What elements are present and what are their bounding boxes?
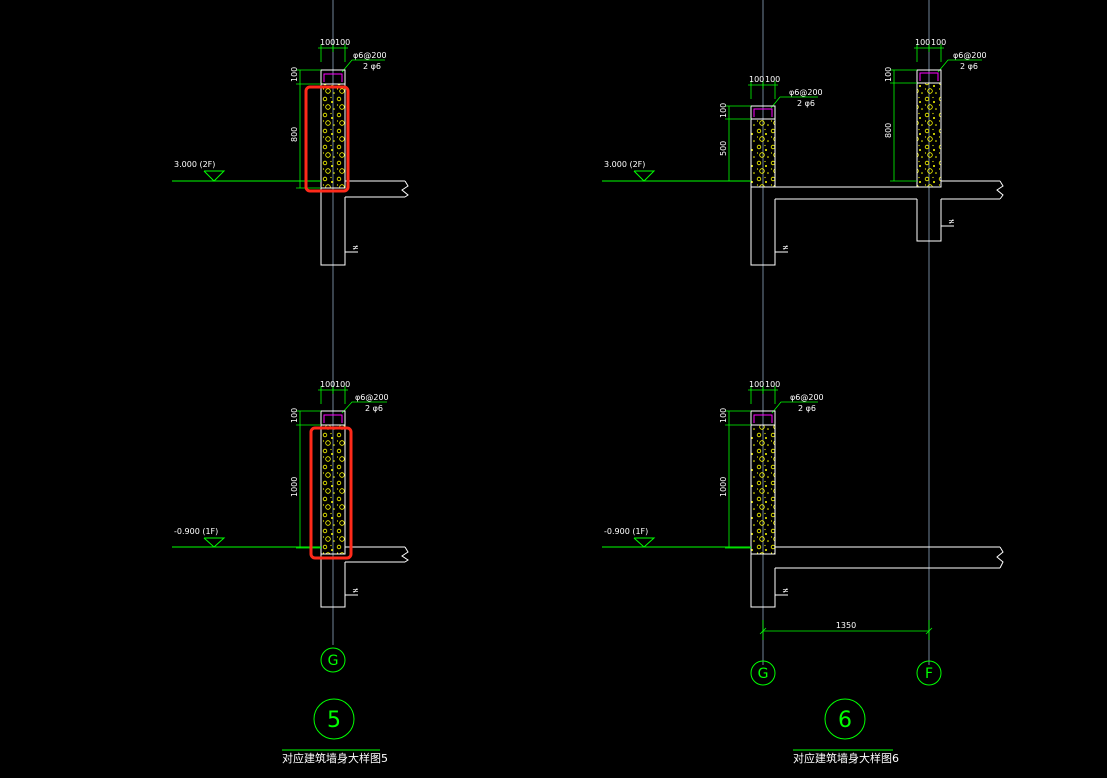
dim-side-wall: 1000 bbox=[290, 477, 299, 497]
wall-concrete bbox=[320, 83, 346, 189]
axis-label-g: G bbox=[328, 653, 339, 669]
dim-side-cap: 100 bbox=[290, 408, 299, 423]
highlight-box bbox=[304, 85, 350, 193]
dim-top-right: 100 bbox=[335, 38, 350, 47]
dim-side-cap: 100 bbox=[290, 67, 299, 82]
dim-side-wall: 800 bbox=[884, 123, 893, 138]
axis-label-g: G bbox=[758, 666, 769, 682]
rebar-stirrup bbox=[323, 414, 343, 423]
detail-number: 5 bbox=[327, 708, 341, 733]
tag-mark: ≠ bbox=[782, 243, 789, 252]
dim-side-wall: 500 bbox=[719, 141, 728, 156]
detail5-lower: 100 100 φ6@200 2 φ6 100 1000 -0.900 (1F)… bbox=[172, 380, 409, 608]
span-dimension-label: 1350 bbox=[836, 621, 856, 630]
detail-number-circle bbox=[313, 698, 355, 740]
dim-top-left: 100 bbox=[320, 38, 335, 47]
dim-top-right: 100 bbox=[765, 380, 780, 389]
highlight-box bbox=[309, 426, 353, 560]
tag-mark: ≠ bbox=[352, 586, 359, 595]
detail-number: 6 bbox=[838, 708, 852, 733]
wall-concrete bbox=[916, 82, 942, 188]
rebar-spacing-label: φ6@200 bbox=[353, 51, 387, 60]
dim-top-left: 100 bbox=[749, 380, 764, 389]
dim-top-left: 100 bbox=[915, 38, 930, 47]
dim-top-right: 100 bbox=[931, 38, 946, 47]
tag-mark: ≠ bbox=[948, 217, 955, 226]
slab-outline-upper bbox=[750, 180, 1000, 266]
axis-bubble-f bbox=[916, 660, 942, 686]
rebar-spacing-label: φ6@200 bbox=[789, 88, 823, 97]
level-label: -0.900 (1F) bbox=[604, 527, 648, 536]
detail-6: 100 100 φ6@200 2 φ6 100 500 3.000 (2F) 1… bbox=[602, 0, 1004, 765]
level-label: 3.000 (2F) bbox=[174, 160, 215, 169]
rebar-stirrup bbox=[323, 73, 343, 82]
level-label: -0.900 (1F) bbox=[174, 527, 218, 536]
detail6-upper-right: 100 100 φ6@200 2 φ6 100 800 bbox=[884, 38, 987, 188]
rebar-stirrup bbox=[753, 414, 773, 423]
rebar-count-label: 2 φ6 bbox=[798, 404, 816, 413]
dim-side-cap: 100 bbox=[884, 67, 893, 82]
rebar-spacing-label: φ6@200 bbox=[355, 393, 389, 402]
dim-side-cap: 100 bbox=[719, 103, 728, 118]
slab-outline bbox=[750, 546, 1000, 608]
wall-concrete bbox=[320, 424, 346, 555]
dim-top-left: 100 bbox=[320, 380, 335, 389]
detail6-upper-left: 100 100 φ6@200 2 φ6 100 500 3.000 (2F) bbox=[602, 75, 823, 188]
detail6-lower: 100 100 φ6@200 2 φ6 100 1000 -0.900 (1F)… bbox=[602, 380, 1004, 608]
wall-concrete bbox=[750, 118, 776, 188]
detail-number-circle bbox=[824, 698, 866, 740]
rebar-leader bbox=[771, 401, 818, 414]
rebar-stirrup bbox=[753, 108, 773, 117]
wall-concrete bbox=[750, 424, 776, 555]
dim-top-left: 100 bbox=[749, 75, 764, 84]
rebar-leader bbox=[341, 59, 385, 73]
axis-bubble-g bbox=[320, 647, 346, 673]
rebar-stirrup bbox=[919, 72, 939, 81]
tag-mark: ≠ bbox=[352, 243, 359, 252]
dim-side-wall: 1000 bbox=[719, 477, 728, 497]
detail-caption: 对应建筑墙身大样图5 bbox=[282, 751, 388, 765]
slab-outline bbox=[320, 180, 405, 266]
slab-outline bbox=[320, 546, 405, 608]
span-dimension: 1350 bbox=[759, 620, 933, 640]
axis-label-f: F bbox=[925, 666, 933, 682]
rebar-leader bbox=[937, 59, 982, 73]
rebar-leader bbox=[770, 96, 818, 109]
rebar-count-label: 2 φ6 bbox=[365, 404, 383, 413]
rebar-count-label: 2 φ6 bbox=[797, 99, 815, 108]
dim-top-right: 100 bbox=[335, 380, 350, 389]
detail-5: 100 100 φ6@200 2 φ6 100 800 3.000 (2F) bbox=[172, 0, 409, 765]
dim-side-wall: 800 bbox=[290, 127, 299, 142]
axis-bubble-g bbox=[750, 660, 776, 686]
detail5-upper: 100 100 φ6@200 2 φ6 100 800 3.000 (2F) bbox=[172, 38, 409, 266]
dim-top-right: 100 bbox=[765, 75, 780, 84]
detail-caption: 对应建筑墙身大样图6 bbox=[793, 751, 899, 765]
rebar-leader bbox=[341, 401, 387, 414]
dim-side-cap: 100 bbox=[719, 408, 728, 423]
rebar-count-label: 2 φ6 bbox=[363, 62, 381, 71]
level-label: 3.000 (2F) bbox=[604, 160, 645, 169]
tag-mark: ≠ bbox=[782, 586, 789, 595]
rebar-spacing-label: φ6@200 bbox=[953, 51, 987, 60]
rebar-spacing-label: φ6@200 bbox=[790, 393, 824, 402]
rebar-count-label: 2 φ6 bbox=[960, 62, 978, 71]
